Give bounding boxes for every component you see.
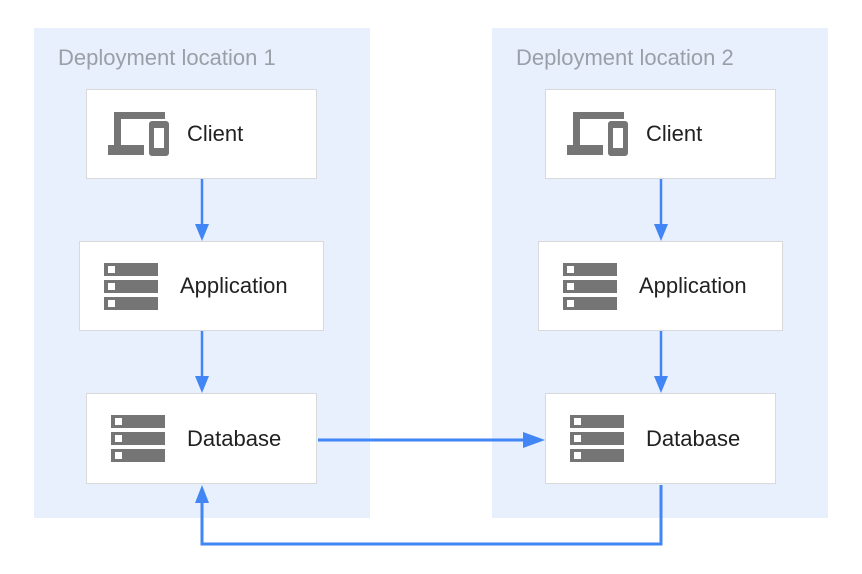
node-label: Database: [646, 425, 741, 451]
node-application-1: Application: [79, 241, 324, 331]
zone-title: Deployment location 2: [516, 45, 734, 70]
client-devices-icon: [562, 90, 632, 178]
zone-title: Deployment location 1: [58, 45, 276, 70]
node-client-2: Client: [545, 89, 776, 179]
node-database-1: Database: [86, 393, 317, 484]
client-devices-icon: [103, 90, 173, 178]
server-stack-icon: [96, 242, 166, 330]
node-label: Client: [187, 121, 244, 146]
node-label: Database: [187, 425, 282, 451]
node-database-2: Database: [545, 393, 776, 484]
server-stack-icon: [562, 394, 632, 483]
node-label: Application: [180, 273, 288, 298]
server-stack-icon: [555, 242, 625, 330]
node-label: Client: [646, 121, 703, 146]
server-stack-icon: [103, 394, 173, 483]
node-client-1: Client: [86, 89, 317, 179]
node-application-2: Application: [538, 241, 783, 331]
node-label: Application: [639, 273, 747, 298]
